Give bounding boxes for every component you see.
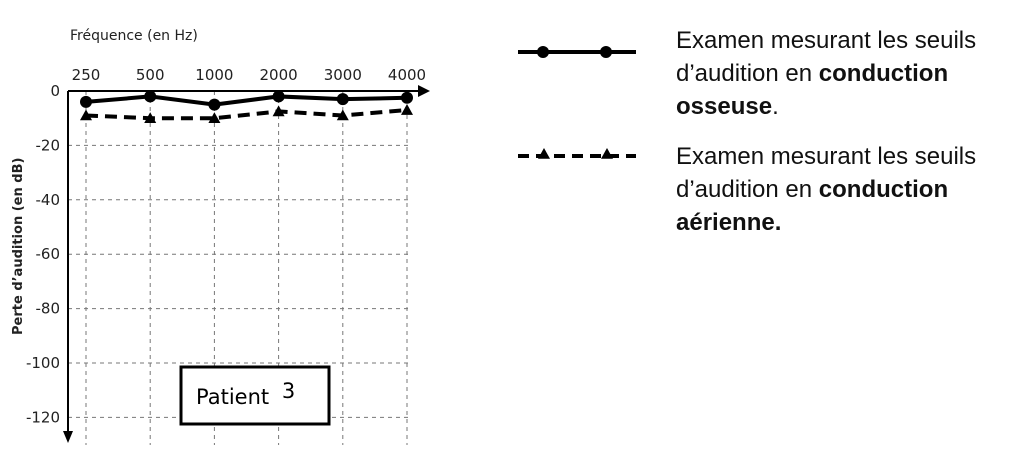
data-point-triangle [336,109,349,121]
legend-bold: aérienne. [676,209,782,236]
legend-line: . [772,93,779,120]
series-line-aerienne [85,108,408,121]
data-point-circle [336,93,349,106]
x-tick-label: 2000 [260,66,298,84]
legend-line: Examen mesurant les seuils [676,143,977,170]
legend-bold: osseuse [676,93,773,120]
legend-entry-osseuse: Examen mesurant les seuils d’audition en… [676,24,976,123]
x-axis-label: Fréquence (en Hz) [70,28,198,44]
legend-entry-aerienne: Examen mesurant les seuils d’audition en… [676,140,976,239]
x-tick-label: 250 [72,66,101,84]
x-tick-label: 1000 [195,66,233,84]
patient-label: Patient [196,385,269,409]
data-point-circle [208,98,221,111]
patient-box: Patient 3 [179,365,331,426]
x-tick-label: 3000 [324,66,362,84]
y-axis-label: Perte d’audition (en dB) [11,158,26,335]
data-point-circle [272,90,285,103]
x-tick-label: 500 [136,66,165,84]
data-point-triangle [144,112,157,123]
y-tick-label: -20 [36,136,61,154]
data-point-triangle [401,104,413,115]
data-point-circle [401,91,413,104]
y-tick-label: -100 [26,354,60,372]
y-axis-arrow-icon [63,431,73,443]
svg-text:Patient 3: Patient 3 [196,379,295,409]
y-tick-label: 0 [50,82,60,100]
patient-number: 3 [282,379,295,403]
legend-line: d’audition en [676,60,819,87]
data-point-circle [144,90,157,103]
legend-marker-circle [537,46,549,58]
data-point-triangle [272,105,285,117]
legend-marker-circle [600,46,612,58]
series-line-osseuse [85,94,408,107]
y-tick-label: -60 [36,245,61,263]
x-axis-arrow-icon [418,85,430,97]
legend-marker-triangle [601,148,613,159]
legend-marker-triangle [538,148,550,159]
data-point-triangle [208,112,221,123]
y-tick-label: -80 [36,300,61,318]
data-point-triangle [80,109,92,121]
legend-line: Examen mesurant les seuils [676,27,977,54]
legend-bold: conduction [818,176,949,203]
x-tick-label: 4000 [388,66,426,84]
legend-line: d’audition en [676,176,819,203]
y-tick-label: -40 [36,191,61,209]
y-tick-label: -120 [26,408,60,426]
legend-bold: conduction [818,60,949,87]
data-point-circle [80,95,92,108]
